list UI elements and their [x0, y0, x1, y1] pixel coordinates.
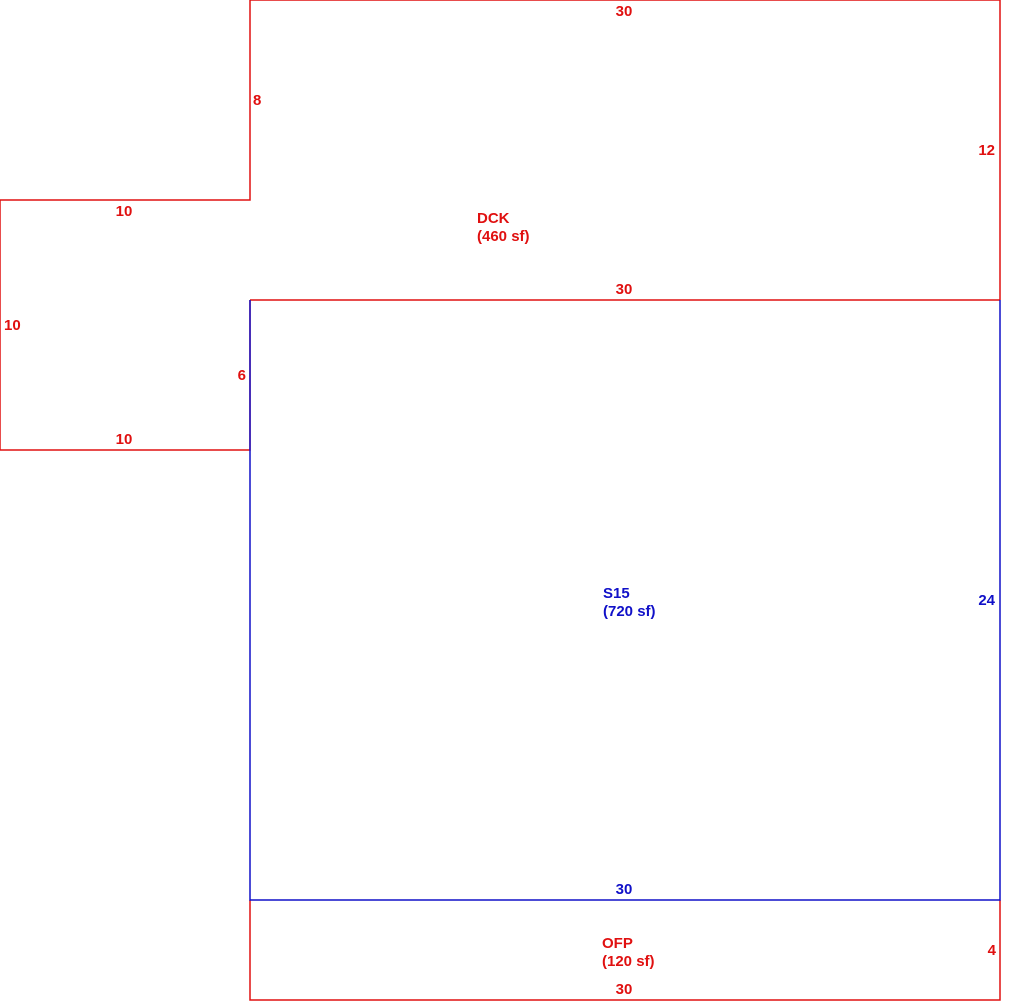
ofp-code-label: OFP: [602, 935, 633, 952]
ofp-area-label: (120 sf): [602, 953, 655, 970]
dim-dck-top: 30: [616, 3, 633, 20]
dck-area-label: (460 sf): [477, 228, 530, 245]
s15-outline: [249, 300, 1001, 901]
dck-outline: [0, 0, 1001, 451]
dim-dck-step-bottom: 10: [116, 431, 133, 448]
dim-dck-bottom: 30: [616, 281, 633, 298]
dim-ofp-bottom: 30: [616, 981, 633, 998]
dim-dck-left-upper: 8: [253, 92, 261, 109]
dim-s15-right: 24: [978, 592, 995, 609]
dim-s15-bottom: 30: [616, 881, 633, 898]
ofp-outline: [249, 900, 1001, 1001]
dim-dck-step-top: 10: [116, 203, 133, 220]
s15-area-label: (720 sf): [603, 603, 656, 620]
dim-dck-left-lower: 6: [238, 367, 246, 384]
dim-dck-far-left: 10: [4, 317, 21, 334]
dim-ofp-right: 4: [988, 942, 997, 959]
dck-code-label: DCK: [477, 210, 510, 227]
s15-code-label: S15: [603, 585, 630, 602]
dim-dck-right: 12: [978, 142, 995, 159]
